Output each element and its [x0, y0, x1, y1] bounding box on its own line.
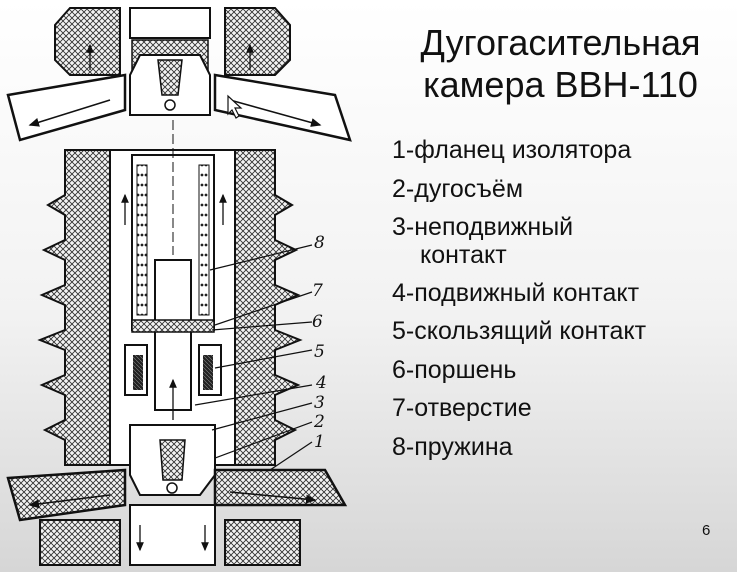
callout-5: 5	[314, 342, 325, 362]
arc-chamber-diagram: 8 7 6 5 4 3 2 1	[6, 7, 352, 566]
legend-item-3: 3-неподвижный контакт	[392, 213, 732, 269]
callout-6: 6	[312, 312, 323, 332]
legend-item-3-text: 3-неподвижный	[392, 213, 574, 241]
callout-3: 3	[314, 393, 325, 413]
bottom-fixed-contact	[129, 424, 216, 496]
legend-item-5: 5-скользящий контакт	[392, 317, 647, 345]
legend-item-8: 8-пружина	[392, 432, 513, 461]
slide-title: Дугогасительная камера ВВН-110	[388, 22, 733, 106]
bottom-insulator	[39, 504, 301, 566]
callout-4: 4	[315, 373, 327, 393]
slide-number: 6	[702, 522, 711, 539]
callout-leaders	[194, 244, 313, 471]
legend-item-2: 2-дугосъём	[392, 174, 524, 203]
callout-1: 1	[314, 432, 325, 452]
callout-2: 2	[313, 412, 325, 432]
legend-item-1: 1-фланец изолятора	[392, 136, 632, 164]
flow-arrows	[86, 43, 254, 552]
legend-item-3-cont: контакт	[420, 241, 507, 269]
sliding-contact	[124, 344, 222, 396]
parts-legend: 1-фланец изолятора 2-дугосъём 3-неподвиж…	[392, 136, 732, 471]
top-flange	[6, 73, 352, 142]
mouse-cursor-icon	[227, 94, 243, 119]
callout-8: 8	[314, 233, 325, 253]
bottom-flange	[6, 468, 348, 522]
slide-title-line1: Дугогасительная	[420, 22, 701, 63]
slide-title-line2: камера ВВН-110	[423, 64, 698, 105]
callout-7: 7	[312, 281, 323, 301]
legend-item-4: 4-подвижный контакт	[392, 278, 640, 307]
top-fixed-contact	[129, 54, 211, 116]
legend-item-7: 7-отверстие	[392, 394, 532, 422]
legend-item-6: 6-поршень	[392, 355, 517, 384]
